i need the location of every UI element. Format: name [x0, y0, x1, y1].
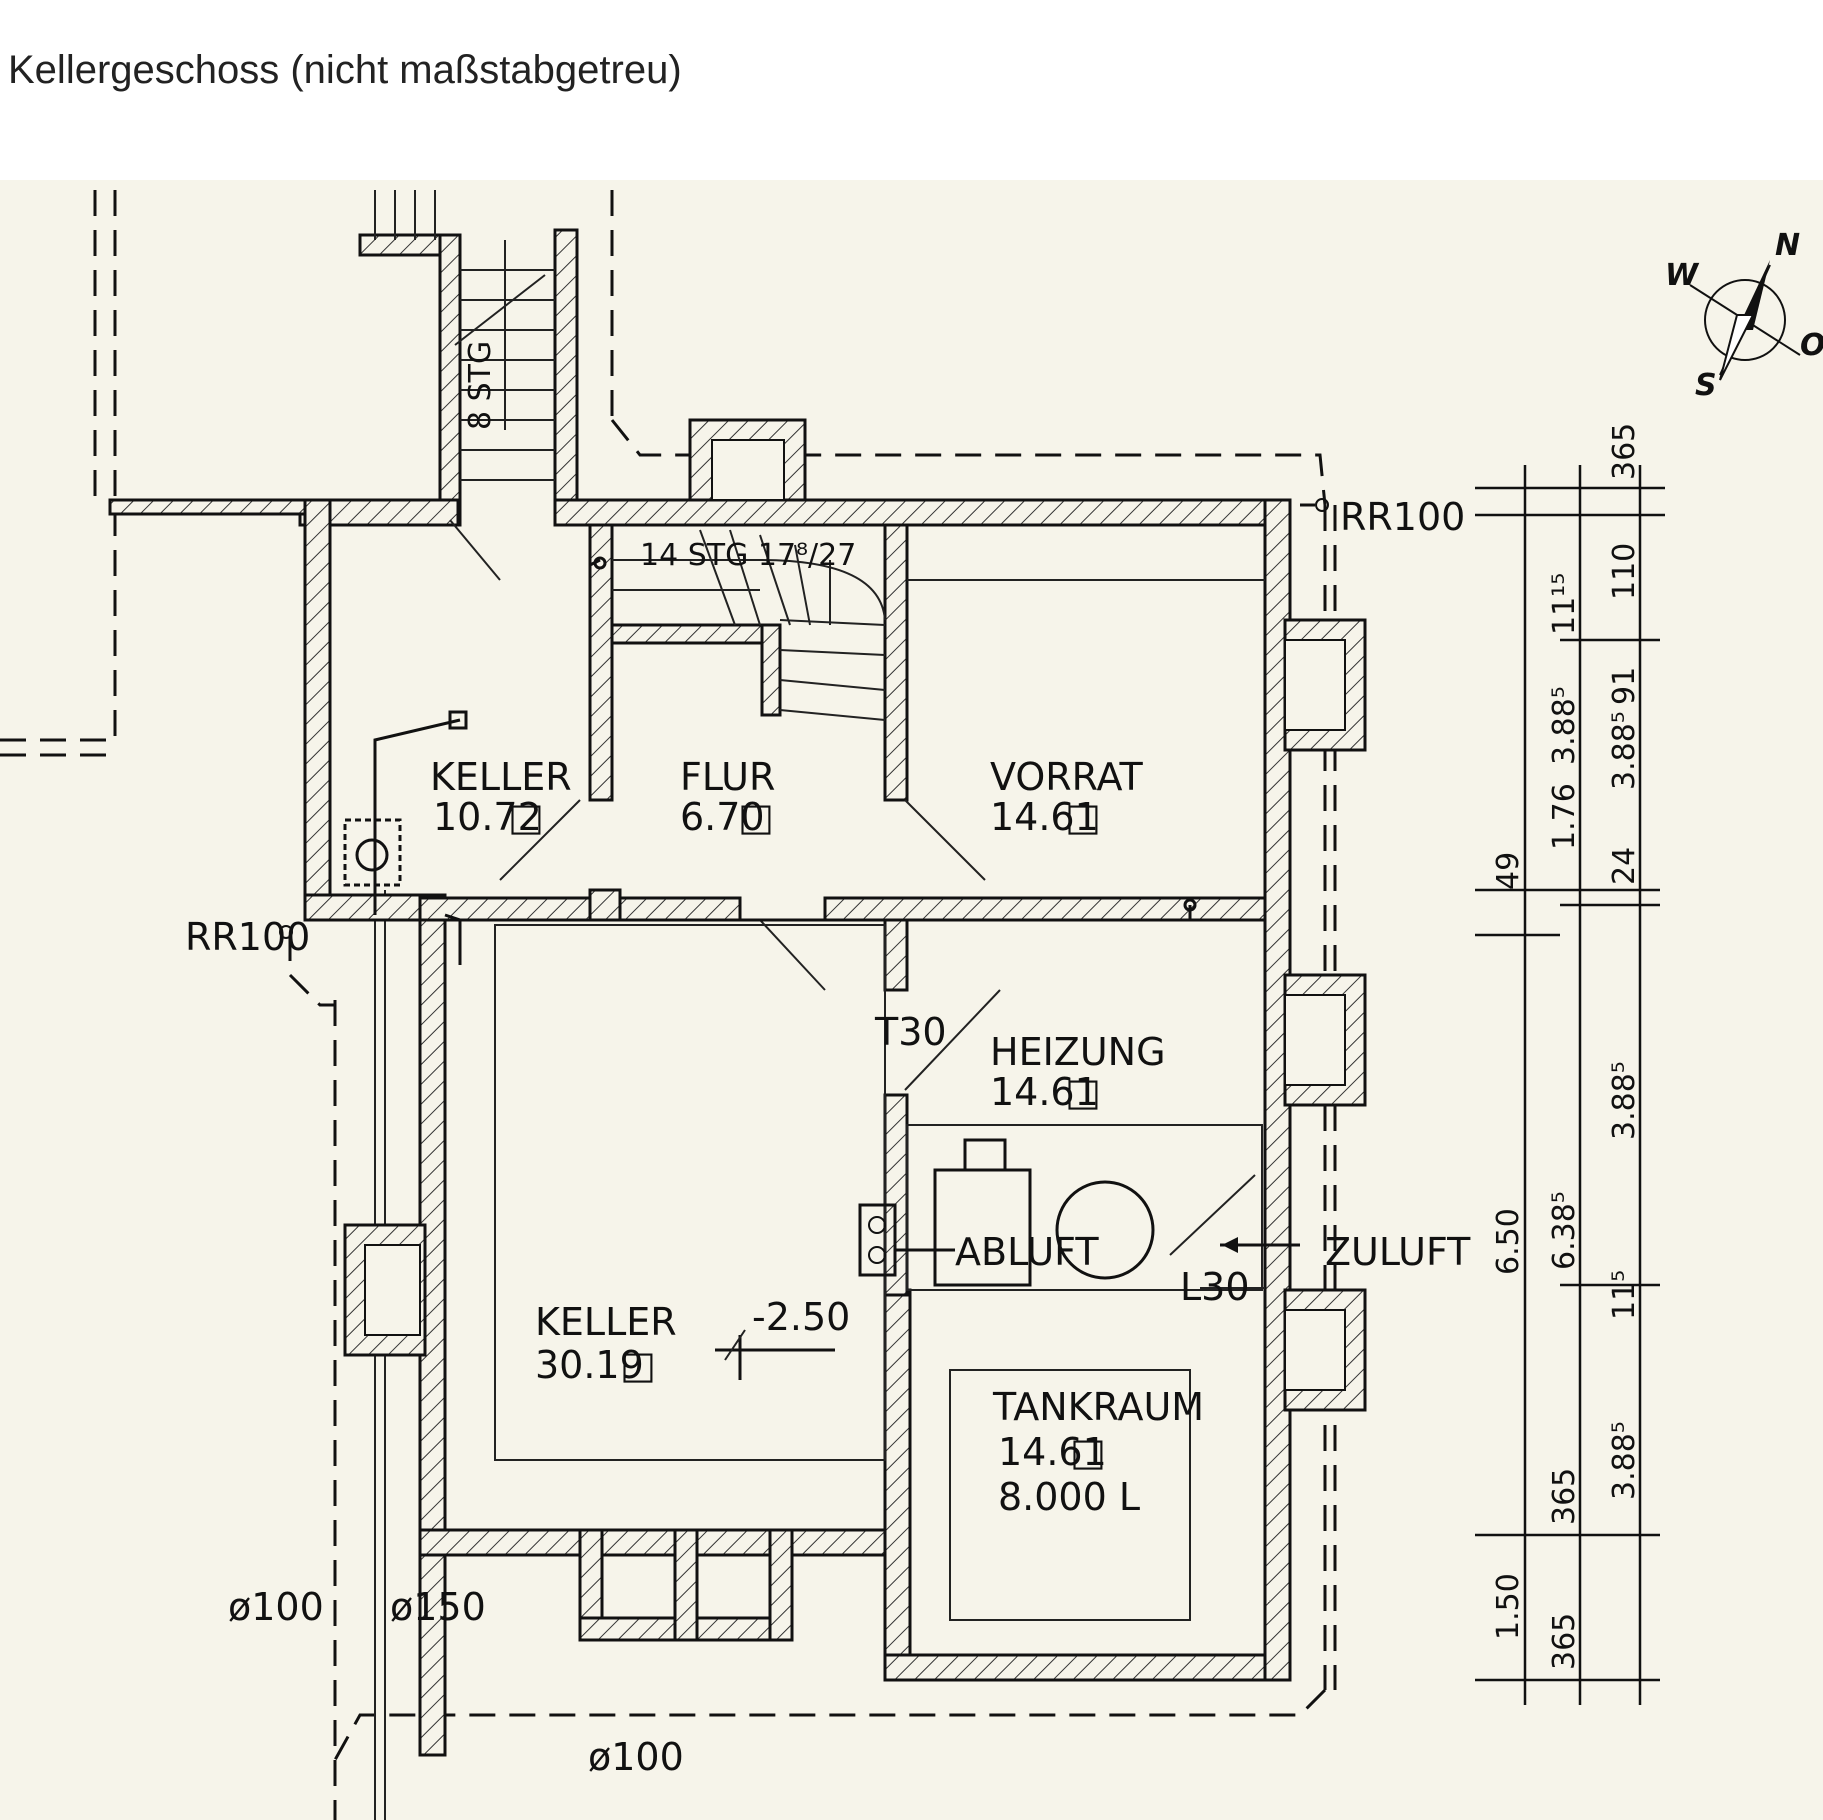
rr100-right-label: RR100 [1340, 495, 1465, 539]
room-labels: KELLER 10.72 □ FLUR 6.70 □ VORRAT 14.61 … [430, 755, 1204, 1519]
interior-stair: 14 STG 17⁸/27 [612, 529, 886, 721]
area-unit-symbol: □ [508, 795, 544, 839]
room-keller-large-area: 30.19 [535, 1343, 644, 1387]
pipes [343, 503, 1315, 965]
dim-1-76: 1.76 [1547, 783, 1582, 850]
room-keller-small-area: 10.72 [433, 795, 542, 839]
compass-n: N [1775, 228, 1800, 263]
dim-6-50: 6.50 [1491, 1208, 1526, 1275]
dim-6-38-5: 6.38⁵ [1547, 1191, 1582, 1270]
pipe-100-left-label: ø100 [228, 1585, 324, 1629]
drain-marker-right [1315, 498, 1329, 512]
room-flur-name: FLUR [680, 755, 775, 799]
room-tankraum-volume: 8.000 L [998, 1475, 1140, 1519]
level-label: -2.50 [752, 1295, 850, 1339]
dim-365-b: 365 [1547, 1613, 1582, 1670]
room-outlines [494, 579, 1265, 1621]
outside-stairwell: 8 STG [358, 190, 579, 527]
room-heizung-area: 14.61 [990, 1070, 1099, 1114]
doors [449, 519, 1256, 1256]
floor-plan: 8 STG [0, 180, 1823, 1820]
dimension-chain: 49 6.50 1.50 3.88⁵ 1.76 6.38⁵ 365 365 36… [1475, 423, 1665, 1705]
compass-w: W [1665, 258, 1700, 293]
drain-marker-left [279, 925, 293, 939]
dim-1-50: 1.50 [1491, 1573, 1526, 1640]
area-unit-symbol: □ [1070, 1430, 1106, 1474]
outside-stairs-label: 8 STG [463, 341, 498, 430]
zuluft-label: ZULUFT [1325, 1230, 1471, 1274]
room-heizung-name: HEIZUNG [990, 1030, 1166, 1074]
dim-24: 24 [1607, 847, 1642, 885]
dim-3-88-5-b: 3.88⁵ [1607, 711, 1642, 790]
room-keller-small-name: KELLER [430, 755, 572, 799]
room-tankraum-area: 14.61 [998, 1430, 1107, 1474]
area-unit-symbol: □ [1065, 1070, 1101, 1114]
area-unit-symbol: □ [1065, 795, 1101, 839]
vent-l30-label: L30 [1180, 1265, 1250, 1309]
dim-3-88-5-a: 3.88⁵ [1547, 686, 1582, 765]
room-keller-large-name: KELLER [535, 1300, 677, 1344]
area-unit-symbol: □ [738, 795, 774, 839]
compass-rose: N O S W [1665, 228, 1823, 403]
dim-110: 110 [1607, 543, 1642, 600]
room-vorrat-name: VORRAT [990, 755, 1144, 799]
rr100-left-label: RR100 [185, 915, 310, 959]
dim-365-a: 365 [1547, 1468, 1582, 1525]
pipe-150-label: ø150 [390, 1585, 486, 1629]
walls [108, 418, 1367, 1757]
dim-3-88-5-d: 3.88⁵ [1607, 1421, 1642, 1500]
compass-s: S [1695, 368, 1717, 403]
room-tankraum-name: TANKRAUM [992, 1385, 1204, 1429]
dim-11-5: 11⁵ [1607, 1270, 1642, 1320]
dim-49: 49 [1491, 852, 1526, 890]
heating-equipment [858, 1138, 1300, 1289]
pipe-100-bottom-label: ø100 [588, 1735, 684, 1779]
inside-stairs-label: 14 STG 17⁸/27 [640, 538, 856, 573]
dashed-lines [0, 190, 1337, 1820]
dim-365-c: 365 [1607, 423, 1642, 480]
dim-3-88-5-c: 3.88⁵ [1607, 1061, 1642, 1140]
level-marker: -2.50 [715, 1295, 850, 1380]
abluft-label: ABLUFT [955, 1230, 1099, 1274]
room-vorrat-area: 14.61 [990, 795, 1099, 839]
room-flur-area: 6.70 [680, 795, 765, 839]
door-t30-label: T30 [874, 1010, 947, 1054]
compass-o: O [1800, 328, 1823, 363]
dim-91: 91 [1607, 667, 1642, 705]
dim-11-15: 11¹⁵ [1547, 573, 1582, 635]
area-unit-symbol: □ [620, 1343, 656, 1387]
page-title: Kellergeschoss (nicht maßstabgetreu) [8, 48, 682, 92]
annotations: T30 ABLUFT ZULUFT L30 RR100 RR100 ø100 ø… [185, 495, 1471, 1779]
